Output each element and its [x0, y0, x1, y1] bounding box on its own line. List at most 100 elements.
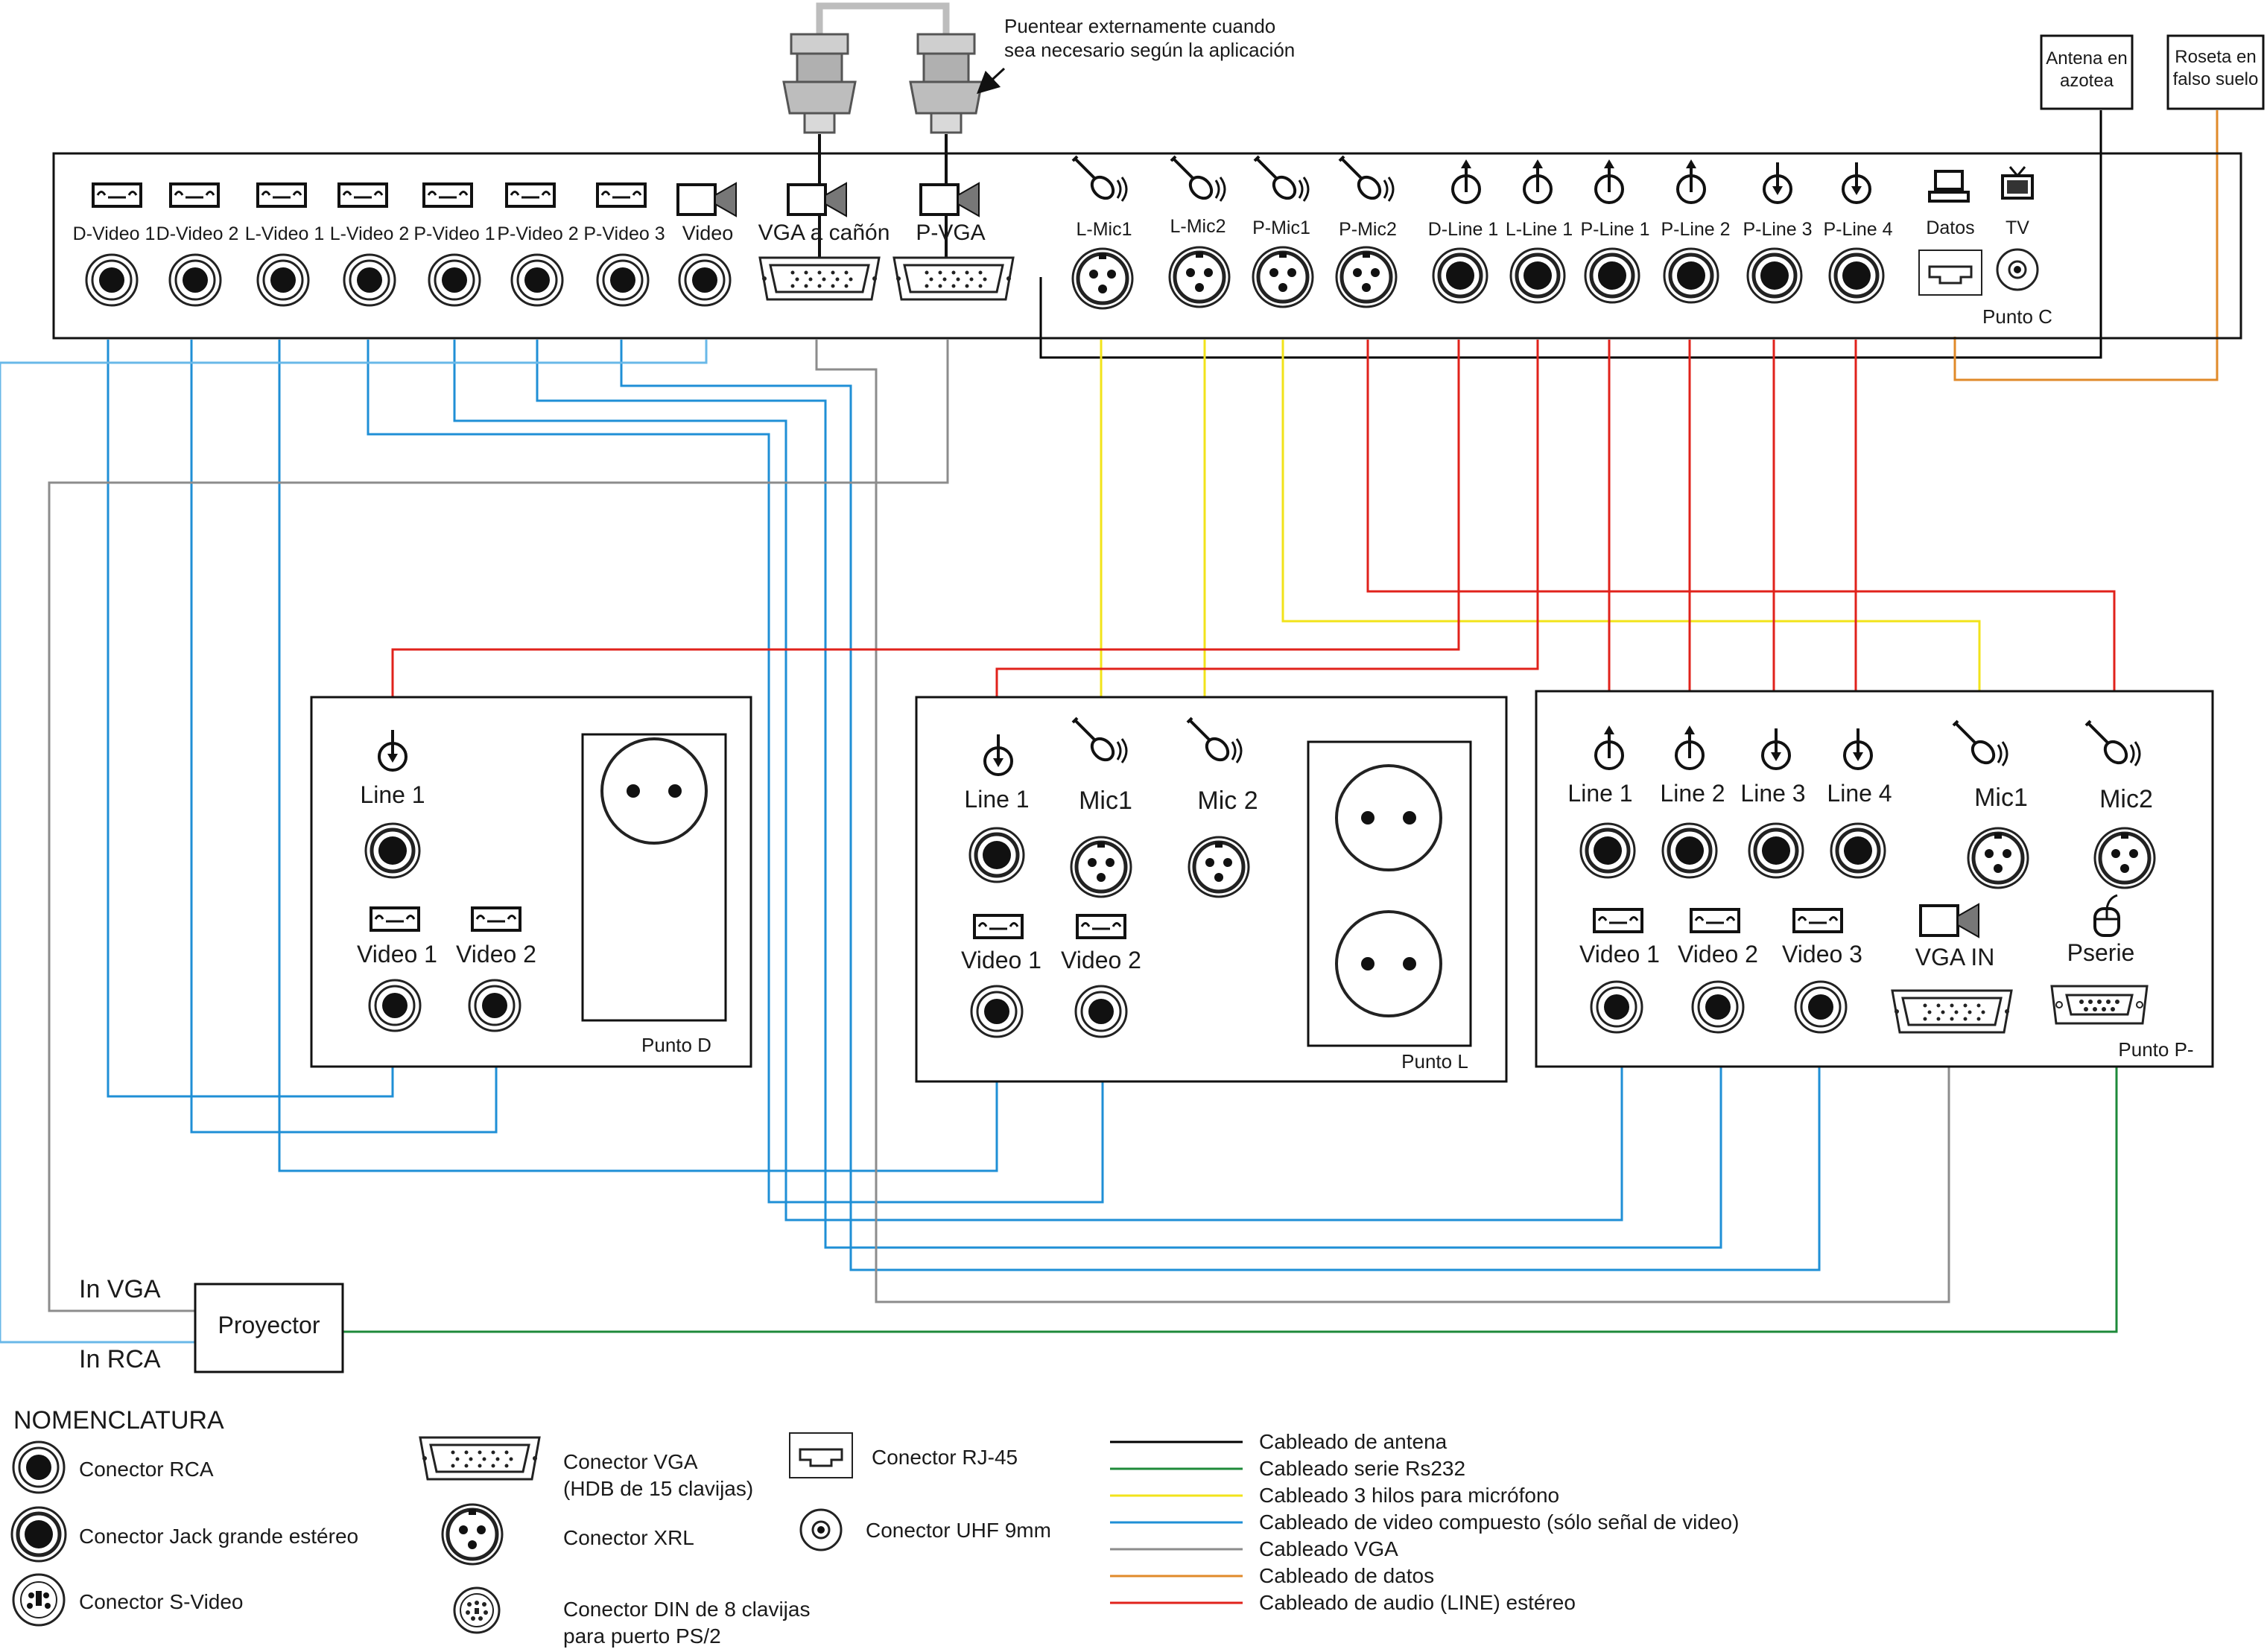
c-line-label-5: P-Line 3 [1743, 219, 1812, 240]
rca-connector [428, 253, 481, 307]
p-mic-label-2: Mic2 [2099, 785, 2153, 813]
panel-punto-d: Line 1 Video 1 Video 2 Punto D [310, 696, 752, 1068]
legend-svideo-symbol [12, 1573, 66, 1627]
camera-icon [676, 182, 738, 217]
c-line-label-1: D-Line 1 [1428, 219, 1499, 240]
legend-cable-label: Cableado serie Rs232 [1259, 1457, 1465, 1480]
legend-rj45-symbol [788, 1432, 854, 1479]
mic-icon [1071, 155, 1128, 204]
rca-connector [256, 253, 310, 307]
power-socket [1335, 910, 1442, 1017]
cable-video-l2 [367, 340, 1104, 1204]
video-icon [422, 182, 473, 208]
c-video-label-4: L-Video 2 [330, 223, 410, 244]
c-panel-name: Punto C [1982, 305, 2052, 328]
line-out-icon [1594, 158, 1624, 204]
d-video-label-1: Video 1 [357, 941, 437, 968]
video-icon [337, 182, 388, 208]
projector-label: Proyector [218, 1312, 320, 1338]
p-line-label-2: Line 2 [1660, 780, 1725, 807]
legend-vga-label-2: (HDB de 15 clavijas) [563, 1477, 753, 1500]
video-icon [973, 914, 1024, 939]
c-datos-label: Datos [1926, 217, 1974, 238]
video-icon [92, 182, 142, 208]
power-socket-frame [581, 733, 727, 1022]
cable-video-p2 [536, 340, 1722, 1249]
mic-icon [1253, 155, 1310, 204]
panel-punto-p: Line 1 Line 2 Line 3 Line 4 Mic1 Mic2 Vi… [1535, 690, 2214, 1068]
p-video-label-1: Video 1 [1579, 941, 1660, 968]
d-panel-name: Punto D [641, 1034, 711, 1056]
jack-connector [1585, 249, 1639, 302]
cable-audio-lline [995, 340, 1539, 697]
rca-connector [678, 253, 732, 307]
rca-connector [343, 253, 396, 307]
legend-din-symbol [453, 1586, 501, 1634]
legend-din-label-2: para puerto PS/2 [563, 1624, 721, 1648]
c-line-label-2: L-Line 1 [1506, 219, 1573, 240]
vga-connector [892, 256, 1015, 301]
xlr-connector [1337, 247, 1396, 307]
rca-connector [468, 979, 521, 1032]
c-mic-label-1: L-Mic1 [1076, 219, 1132, 240]
xlr-connector [1170, 247, 1229, 307]
legend-uhf-symbol [799, 1508, 843, 1551]
video-icon [596, 182, 647, 208]
cable-vga-projector [815, 340, 1950, 1303]
jack-connector [1511, 249, 1564, 302]
vga-plug-left [782, 33, 857, 134]
cable-video-out [0, 340, 708, 1344]
vga-connector [1891, 989, 2013, 1034]
l-video-label-2: Video 2 [1061, 947, 1141, 973]
projector-in-rca: In RCA [79, 1345, 161, 1373]
line-in-icon [1842, 161, 1871, 204]
rca-connector [368, 979, 422, 1032]
projector-box [194, 1283, 344, 1373]
vga-plug-right [909, 33, 983, 134]
p-panel-name: Punto P- [2118, 1038, 2193, 1061]
cable-video-d2 [190, 340, 498, 1134]
p-video-label-3: Video 3 [1782, 941, 1862, 968]
panel-punto-l: Line 1 Mic1 Mic 2 Video 1 Video 2 Punto … [915, 696, 1508, 1083]
rca-connector [510, 253, 564, 307]
mic-icon [1338, 155, 1395, 204]
c-video-label-5: P-Video 1 [413, 223, 495, 244]
legend-cable-label: Cableado 3 hilos para micrófono [1259, 1484, 1559, 1507]
xlr-connector [1253, 247, 1313, 307]
legend-cable-label: Cableado de video compuesto (sólo señal … [1259, 1510, 1739, 1534]
video-icon [256, 182, 307, 208]
video-icon [1076, 914, 1126, 939]
rca-connector [596, 253, 650, 307]
vga-bridge-cable [816, 2, 950, 37]
legend-svideo-label: Conector S-Video [79, 1590, 244, 1613]
jack-connector [1748, 249, 1801, 302]
power-socket [1335, 764, 1442, 871]
video-icon [1690, 908, 1740, 933]
rca-connector [1794, 980, 1848, 1034]
video-icon [370, 906, 420, 932]
jack-connector [1749, 824, 1803, 877]
power-socket [600, 737, 708, 845]
legend-uhf-label: Conector UHF 9mm [866, 1519, 1051, 1542]
c-mic-label-3: P-Mic1 [1252, 217, 1310, 238]
cable-antenna [1039, 110, 2102, 359]
line-out-icon [1523, 158, 1553, 204]
legend-xlr-symbol [443, 1505, 502, 1564]
xlr-connector [2095, 828, 2155, 888]
jack-connector [970, 828, 1024, 882]
db9-connector [2050, 985, 2149, 1025]
jack-connector [1433, 249, 1487, 302]
c-line-label-4: P-Line 2 [1661, 219, 1730, 240]
rca-connector [1691, 980, 1745, 1034]
camera-icon [787, 182, 848, 217]
cable-vga-pvga [48, 340, 949, 1312]
tv-icon [2001, 165, 2034, 200]
xlr-connector [1073, 249, 1132, 308]
c-video-label-3: L-Video 1 [245, 223, 325, 244]
line-out-icon [1676, 158, 1706, 204]
p-mic-label-1: Mic1 [1974, 784, 2028, 812]
jack-connector [1581, 824, 1635, 877]
legend-rca-label: Conector RCA [79, 1458, 214, 1481]
